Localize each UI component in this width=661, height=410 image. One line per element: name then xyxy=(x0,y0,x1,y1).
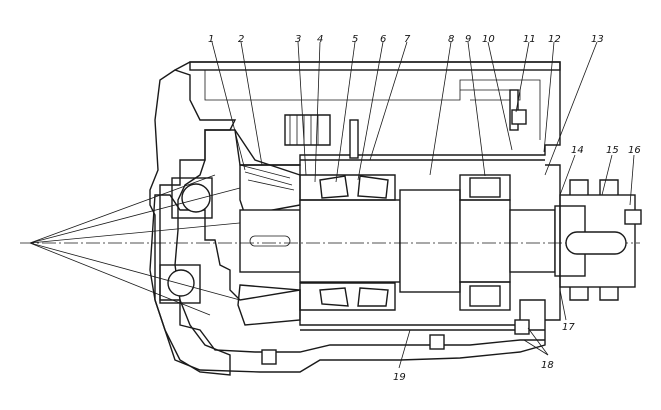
tapered-bearings xyxy=(299,174,396,311)
callout-16: 16 xyxy=(628,145,641,156)
callout-19: 19 xyxy=(393,372,406,383)
callout-3: 3 xyxy=(295,34,301,45)
left-bearings xyxy=(159,177,213,304)
cone-lines xyxy=(29,174,251,316)
callout-15: 15 xyxy=(606,145,619,156)
callout-6: 6 xyxy=(380,34,386,45)
callout-4: 4 xyxy=(317,34,323,45)
callout-1: 1 xyxy=(208,34,214,45)
callout-11: 11 xyxy=(523,34,536,45)
studs xyxy=(261,89,530,365)
callouts: 1 2 3 4 5 6 7 8 9 10 11 12 13 14 15 16 1… xyxy=(208,34,641,383)
callout-14: 14 xyxy=(571,145,584,156)
callout-8: 8 xyxy=(448,34,454,45)
callout-17: 17 xyxy=(562,322,575,333)
callout-2: 2 xyxy=(238,34,244,45)
callout-9: 9 xyxy=(465,34,471,45)
callout-12: 12 xyxy=(548,34,561,45)
callout-10: 10 xyxy=(482,34,495,45)
callout-13: 13 xyxy=(591,34,604,45)
leader-lines xyxy=(211,41,635,369)
upper-gear xyxy=(284,114,331,146)
callout-18: 18 xyxy=(541,360,554,371)
callout-5: 5 xyxy=(352,34,358,45)
main-shaft xyxy=(20,189,640,293)
output-sprocket xyxy=(545,164,642,321)
callout-7: 7 xyxy=(404,34,411,45)
